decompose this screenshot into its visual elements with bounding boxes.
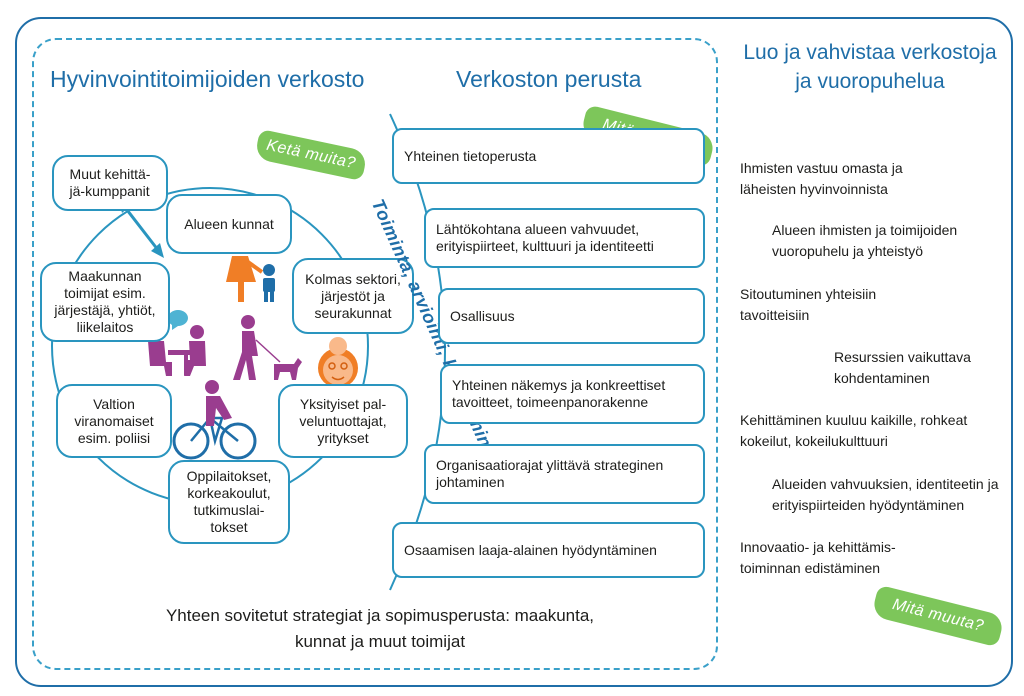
- base-item-participation: Osallisuus: [438, 288, 705, 344]
- right-item-innovation: Innovaatio- ja kehittämis-toiminnan edis…: [740, 539, 896, 576]
- dog-walker-icon: [233, 315, 302, 380]
- node-municipalities: Alueen kunnat: [166, 194, 292, 254]
- right-item-commitment: Sitoutuminen yhteisiin tavoitteisiin: [740, 286, 877, 323]
- elderly-face-icon: [318, 337, 358, 388]
- network-dashed-area: [32, 38, 718, 670]
- base-item-strengths: Lähtökohtana alueen vahvuudet, erityispi…: [424, 208, 705, 268]
- base-item-shared-vision: Yhteinen näkemys ja konkreettiset tavoit…: [440, 364, 705, 424]
- node-other-partners: Muut kehittä- jä-kumppanit: [52, 155, 168, 211]
- outer-frame: [15, 17, 1013, 687]
- node-third-sector: Kolmas sektori, järjestöt ja seurakunnat: [292, 258, 414, 334]
- node-regional: Maakunnan toimijat esim. järjestäjä, yht…: [40, 262, 170, 342]
- base-item-knowledge: Yhteinen tietoperusta: [392, 128, 705, 184]
- node-education: Oppilaitokset, korkeakoulut, tutkimuslai…: [168, 460, 290, 544]
- cyclist-icon: [172, 380, 257, 460]
- base-heading: Verkoston perusta: [456, 66, 642, 92]
- right-item-experiments: Kehittäminen kuuluu kaikille, rohkeat ko…: [740, 412, 968, 449]
- right-item-identity: Alueiden vahvuuksien, identiteetin ja er…: [772, 476, 999, 513]
- bottom-strategy-text: Yhteen sovitetut strategiat ja sopimuspe…: [165, 606, 595, 651]
- right-item-resources: Resurssien vaikuttava kohdentaminen: [834, 349, 971, 386]
- base-item-leadership: Organisaatiorajat ylittävä strateginen j…: [424, 444, 705, 504]
- node-private: Yksityiset pal- veluntuottajat, yritykse…: [278, 384, 408, 458]
- right-item-dialogue: Alueen ihmisten ja toimijoiden vuoropuhe…: [772, 222, 958, 259]
- network-heading: Hyvinvointitoimijoiden verkosto: [50, 66, 365, 92]
- base-item-expertise: Osaamisen laaja-alainen hyödyntäminen: [392, 522, 705, 578]
- right-item-responsibility: Ihmisten vastuu omasta ja läheisten hyvi…: [740, 160, 903, 197]
- right-heading: Luo ja vahvistaa verkostoja ja vuoropuhe…: [743, 41, 997, 93]
- node-state: Valtion viranomaiset esim. poliisi: [56, 384, 172, 458]
